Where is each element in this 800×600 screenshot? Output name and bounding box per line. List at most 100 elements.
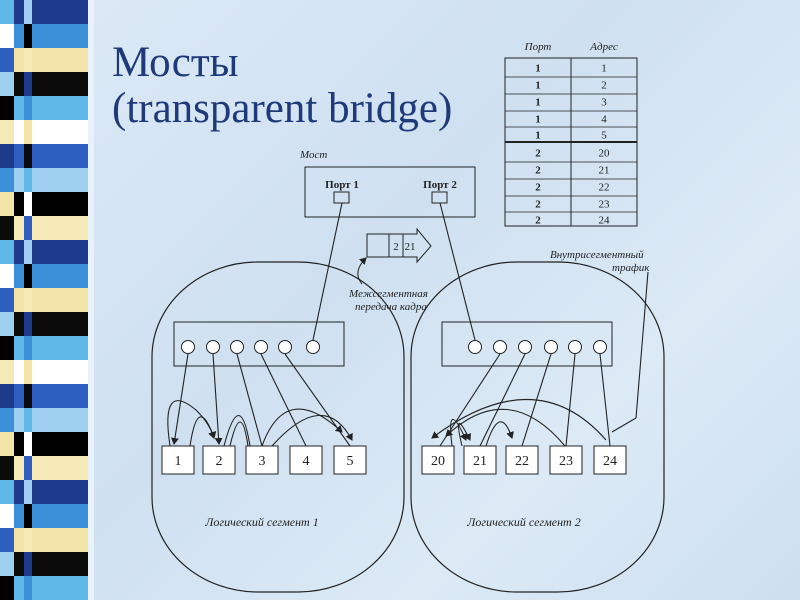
segment2-hub [441,321,613,367]
stripe-band-mid [24,264,32,288]
node-label: 22 [515,454,529,469]
stripe-band-left [0,216,14,240]
hub-port [254,340,268,354]
stripe-band [0,144,94,168]
frame-shape [366,227,432,264]
stripe-band-left [0,552,14,576]
node-label: 1 [175,454,182,469]
stripe-edge [88,0,94,600]
node-label: 2 [216,454,223,469]
inter-segment-pointer [357,257,367,285]
link-line [284,353,351,447]
segment1-oval [151,261,405,593]
stripe-band-left [0,240,14,264]
link-line [479,353,526,447]
traffic-arc [261,408,343,447]
stripe-band-mid [24,480,32,504]
stripe-band-left [0,504,14,528]
segment1-label: Логический сегмент 1 [204,515,318,529]
title-line-2: (transparent bridge) [112,85,453,132]
node-box [463,445,497,475]
decorative-stripe [0,0,94,600]
node-label: 23 [559,454,573,469]
bridge: Мост Порт 1 Порт 2 [299,149,476,218]
stripe-band-mid [24,48,32,72]
node-box [289,445,323,475]
node-box [333,445,367,475]
table-cell-port: 2 [535,215,541,227]
stripe-band-mid [24,168,32,192]
link-line [212,353,223,445]
link-line [611,417,637,433]
stripe-band-left [0,384,14,408]
hub-port [181,340,195,354]
table-cell-address: 22 [599,182,610,194]
table-cell-port: 2 [535,148,541,160]
stripe-band-mid [24,216,32,240]
stripe-band [0,240,94,264]
table-cell-address: 3 [601,97,607,109]
stripe-band [0,96,94,120]
stripe-band [0,72,94,96]
table-cell-address: 23 [599,199,611,211]
hub-port [230,340,244,354]
stripe-band-mid [24,552,32,576]
stripe-band-mid [24,120,32,144]
hub-port [278,340,292,354]
stripe-band [0,480,94,504]
stripe-band-mid [24,576,32,600]
stripe-band [0,216,94,240]
traffic-arc [457,422,471,447]
node-label: 20 [431,454,445,469]
table-cell-address: 20 [599,148,611,160]
node-box [161,445,195,475]
table-cell-address: 4 [601,114,607,126]
node-label: 24 [603,454,617,469]
traffic-arc [450,418,468,447]
node-box [421,445,455,475]
table-cell-address: 21 [599,165,610,177]
link-line [236,353,263,447]
stripe-band-left [0,336,14,360]
segment2-oval [410,261,665,593]
stripe-band [0,456,94,480]
node-label: 21 [473,454,487,469]
node-label: 4 [303,454,310,469]
stripe-band [0,192,94,216]
link-line [635,271,649,419]
stripe-band-left [0,144,14,168]
bridge-box [304,166,476,218]
stripe-band-left [0,288,14,312]
node-box [505,445,539,475]
stripe-band [0,528,94,552]
hub-port [468,340,482,354]
bridge-label: Мост [299,149,327,161]
stripe-band-mid [24,504,32,528]
table-cell-port: 1 [535,130,541,142]
traffic-arc [223,414,251,447]
link-line [260,353,307,447]
stripe-band [0,504,94,528]
intra-segment-label-2: трафик [612,262,650,274]
stripe-band-mid [24,384,32,408]
table-cell-address: 1 [601,63,607,75]
table-cell-port: 2 [535,165,541,177]
stripe-band-left [0,312,14,336]
stripe-band-mid [24,456,32,480]
stripe-band [0,552,94,576]
stripe-band-left [0,480,14,504]
slide-background [94,0,800,600]
link-line [312,202,343,341]
intra-segment-label-1: Внутрисегментный [550,249,644,261]
stripe-band [0,24,94,48]
stripe-band-mid [24,192,32,216]
frame-dest: 2 [393,241,399,253]
stripe-band-left [0,0,14,24]
stripe-band [0,576,94,600]
stripe-band-mid [24,144,32,168]
node-label: 3 [259,454,266,469]
hub-port [568,340,582,354]
stripe-band-left [0,192,14,216]
